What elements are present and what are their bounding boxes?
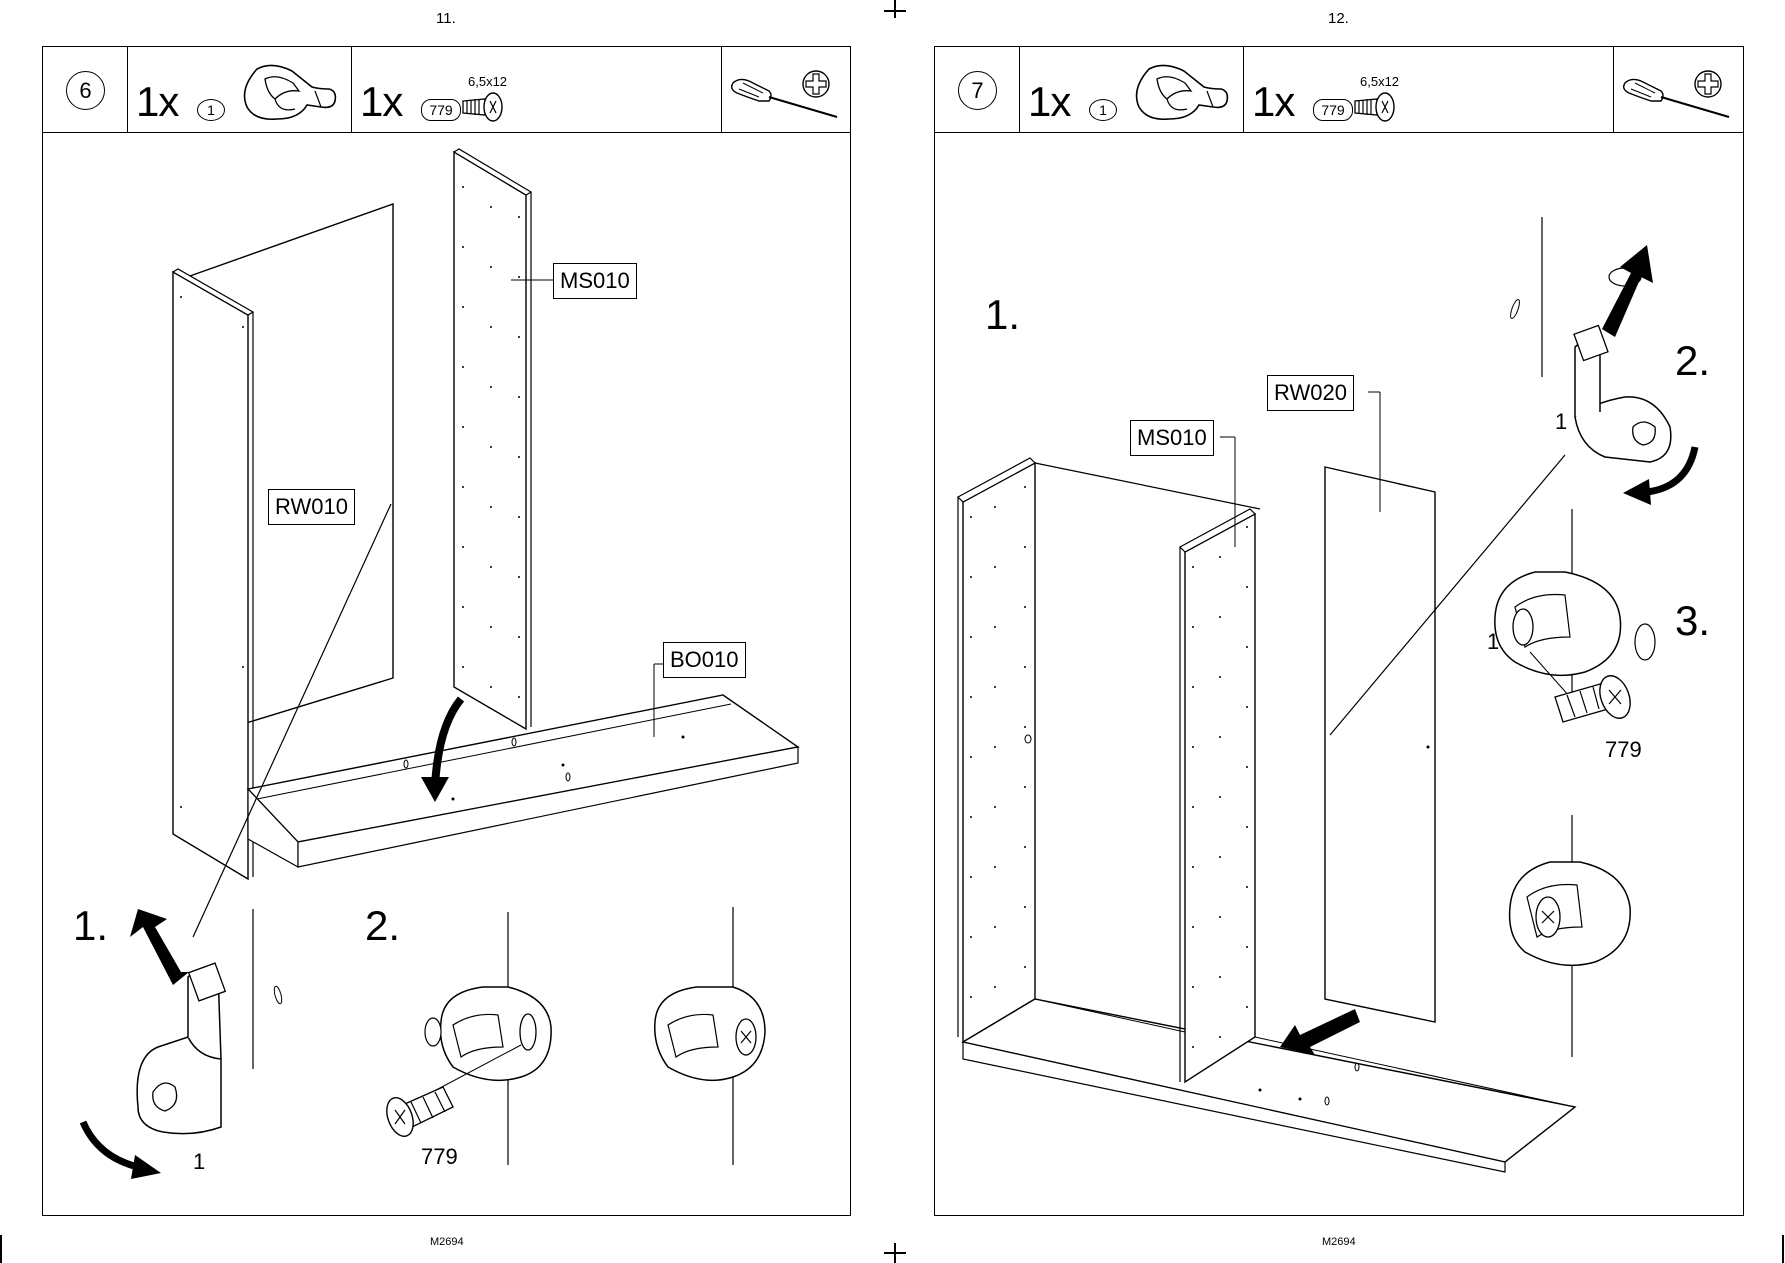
- phillips-head-icon: [1694, 70, 1722, 98]
- screw-icon: [462, 92, 503, 122]
- footer-code: M2694: [430, 1236, 464, 1248]
- screw-spec: 6,5x12: [468, 74, 508, 89]
- screw-callout: 779: [421, 1144, 458, 1169]
- fitting-callout: 1: [1555, 409, 1568, 434]
- substep-3-label: 3.: [1675, 597, 1711, 644]
- part-label-rw020: RW020: [1267, 375, 1354, 411]
- part-label-rw010: RW010: [268, 489, 355, 525]
- assembly-drawing: [171, 148, 800, 938]
- screw-spec: 6,5x12: [1360, 74, 1400, 89]
- part-ref: 1: [1089, 99, 1117, 121]
- screwdriver-icon: [1622, 78, 1730, 119]
- fitting-callout: 1: [1487, 629, 1500, 654]
- detail-fitting-insert: [79, 907, 766, 1179]
- part-quantity: 1x: [1028, 78, 1071, 125]
- substep-2-label: 2.: [365, 902, 401, 949]
- parts-header: 7 1x 1 1x 779 6,5x12: [935, 47, 1743, 133]
- screw-icon: [1554, 675, 1631, 723]
- screwdriver-icon: [730, 78, 838, 119]
- crop-mark: [884, 1252, 906, 1254]
- part-quantity: 1x: [1252, 78, 1295, 125]
- substep-2-label: 2.: [1675, 337, 1711, 384]
- step-cell: 7: [935, 47, 1020, 132]
- crop-mark: [0, 1235, 2, 1263]
- fitting-callout: 1: [193, 1149, 206, 1174]
- footer-code: M2694: [1322, 1236, 1356, 1248]
- screw-callout: 779: [1605, 737, 1642, 762]
- screw-icon: [386, 1086, 454, 1137]
- part-ref: 779: [421, 99, 461, 121]
- cam-fitting-icon: [243, 64, 337, 121]
- arrow-icon: [431, 696, 465, 788]
- phillips-head-icon: [802, 70, 830, 98]
- crop-mark: [884, 10, 906, 12]
- part-ref: 1: [197, 99, 225, 121]
- step-cell: 6: [43, 47, 128, 132]
- tool-cell: [1613, 47, 1741, 132]
- part-cell: 1x 1: [1019, 47, 1244, 132]
- cam-fitting-icon: [1135, 64, 1229, 121]
- part-quantity: 1x: [136, 78, 179, 125]
- page-number: 11.: [436, 10, 456, 27]
- parts-header: 6 1x 1 1x 779 6,5x12: [43, 47, 850, 133]
- arrow-icon: [1280, 1009, 1360, 1055]
- step-number: 7: [958, 71, 997, 110]
- tool-cell: [721, 47, 848, 132]
- part-ref: 779: [1313, 99, 1353, 121]
- part-quantity: 1x: [360, 78, 403, 125]
- screw-icon: [1354, 92, 1395, 122]
- crop-mark: [894, 0, 896, 18]
- part-cell: 1x 1: [127, 47, 352, 132]
- page-number: 12.: [1328, 10, 1349, 27]
- part-cell: 1x 779 6,5x12: [351, 47, 722, 132]
- assembly-drawing: [957, 217, 1699, 1173]
- instruction-frame: 6 1x 1 1x 779 6,5x12: [42, 46, 851, 1216]
- part-label-ms010: MS010: [553, 263, 637, 299]
- substep-1-label: 1.: [73, 902, 109, 949]
- part-label-bo010: BO010: [663, 642, 746, 678]
- part-cell: 1x 779 6,5x12: [1243, 47, 1614, 132]
- step-number: 6: [66, 71, 105, 110]
- crop-mark: [1782, 1235, 1784, 1263]
- part-label-ms010: MS010: [1130, 420, 1214, 456]
- substep-1-label: 1.: [985, 291, 1021, 338]
- instruction-frame: 7 1x 1 1x 779 6,5x12: [934, 46, 1744, 1216]
- arrow-icon: [421, 777, 449, 802]
